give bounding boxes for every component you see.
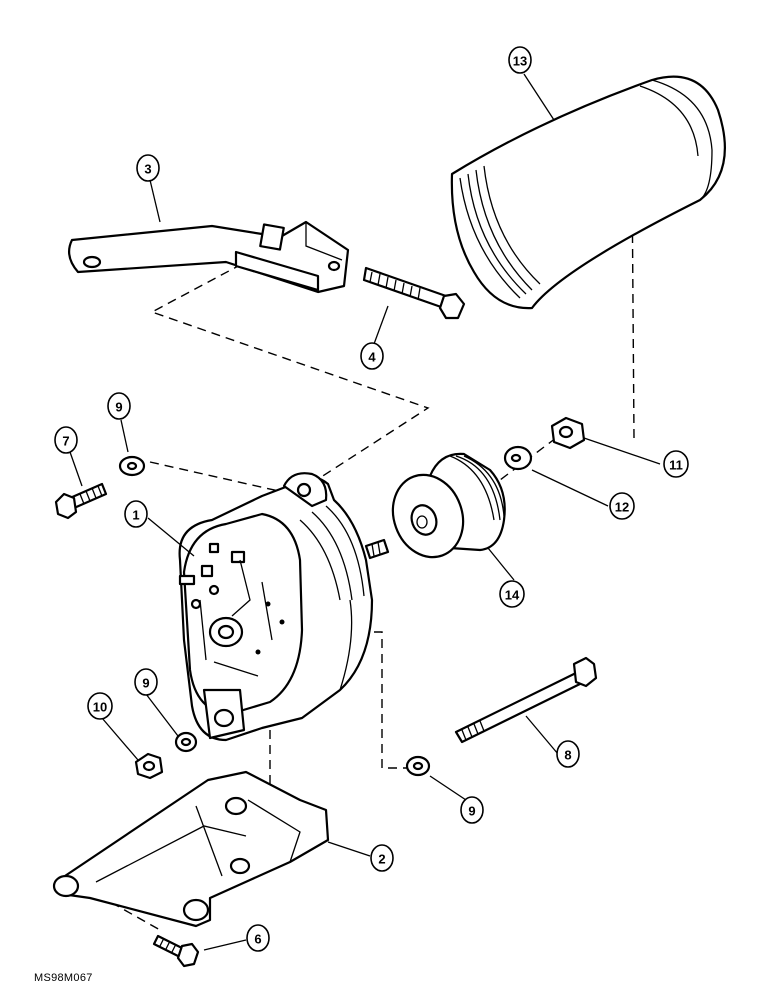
part-9-washer-upper	[118, 455, 146, 477]
callout-2: 2	[370, 844, 394, 872]
part-1-alternator	[178, 472, 390, 742]
callout-3: 3	[136, 154, 160, 182]
part-13-drive-belt	[450, 75, 726, 310]
svg-text:11: 11	[669, 458, 683, 473]
svg-text:8: 8	[564, 748, 571, 763]
part-4-bolt	[362, 266, 466, 320]
callout-1: 1	[124, 500, 148, 528]
svg-text:6: 6	[254, 932, 261, 947]
part-14-pulley	[391, 452, 506, 559]
part-9-washer-lower-left	[174, 731, 198, 753]
part-10-nut	[134, 752, 164, 780]
part-8-long-bolt	[454, 656, 598, 744]
callout-10: 10	[87, 692, 113, 720]
part-7-bolt	[54, 482, 108, 520]
part-11-nut	[550, 416, 586, 450]
drawing-code-label: MS98M067	[34, 972, 93, 984]
part-12-washer	[503, 445, 533, 471]
svg-text:14: 14	[505, 588, 520, 603]
leader-lines	[69, 73, 661, 951]
svg-text:9: 9	[468, 804, 475, 819]
callout-7: 7	[54, 426, 78, 454]
callout-9-upper: 9	[107, 392, 131, 420]
svg-text:12: 12	[615, 500, 629, 515]
callout-9-lower-right: 9	[460, 796, 484, 824]
svg-text:2: 2	[378, 852, 385, 867]
part-2-mounting-bracket	[52, 770, 330, 928]
callout-9-lower-left: 9	[134, 668, 158, 696]
callout-14: 14	[499, 580, 525, 608]
part-9-washer-lower-right	[405, 755, 431, 777]
part-6-bolt	[152, 934, 200, 968]
callout-13: 13	[508, 46, 532, 74]
callout-12: 12	[609, 492, 635, 520]
svg-text:13: 13	[513, 54, 527, 69]
svg-text:9: 9	[115, 400, 122, 415]
callout-6: 6	[246, 924, 270, 952]
callout-4: 4	[360, 342, 384, 370]
callout-8: 8	[556, 740, 580, 768]
svg-text:7: 7	[62, 434, 69, 449]
svg-text:1: 1	[132, 508, 139, 523]
svg-text:3: 3	[144, 162, 151, 177]
svg-text:10: 10	[93, 700, 107, 715]
svg-text:4: 4	[368, 350, 376, 365]
part-3-adjusting-bracket	[67, 220, 350, 294]
callout-11: 11	[663, 450, 689, 478]
svg-text:9: 9	[142, 676, 149, 691]
